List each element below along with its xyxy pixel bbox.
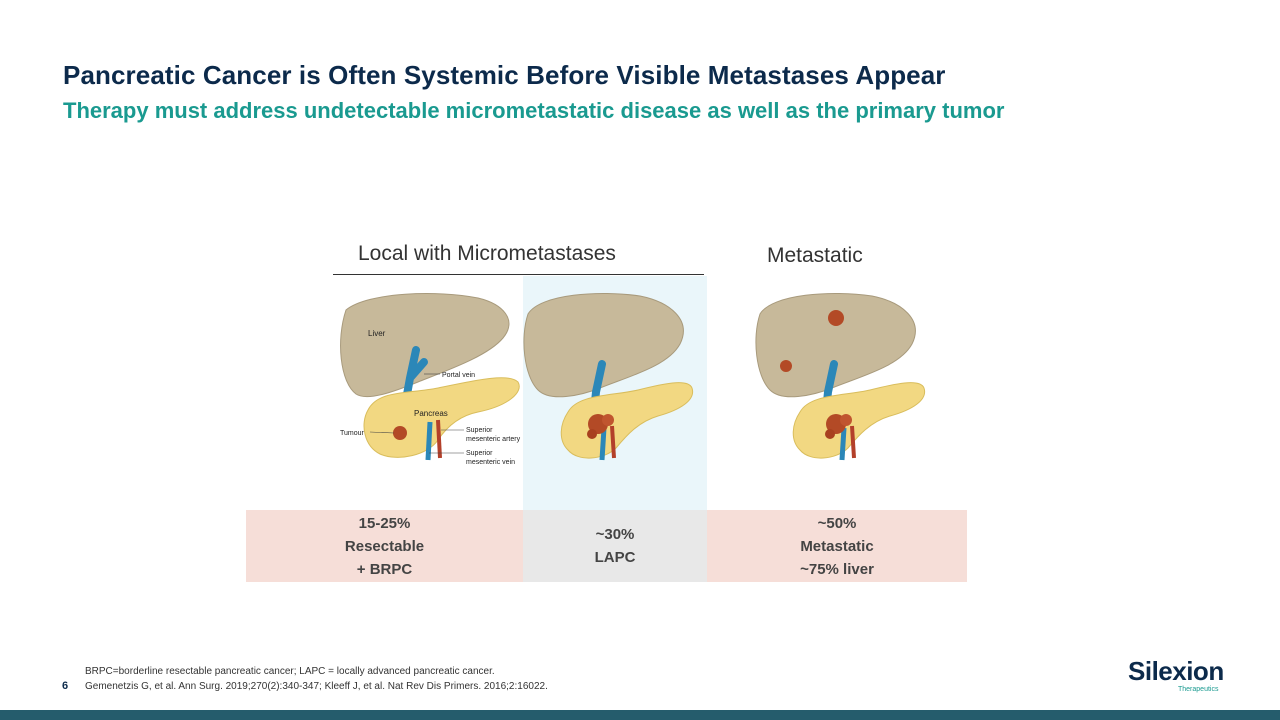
- anatomy-illustration-lapc: [520, 290, 700, 470]
- anatomy-illustration-resectable: Liver Portal vein Pancreas Tumour Superi…: [328, 290, 548, 475]
- header-divider: [333, 274, 704, 275]
- category-resectable: 15-25% Resectable + BRPC: [246, 510, 523, 582]
- page-number: 6: [62, 680, 69, 692]
- footer-bar: [0, 710, 1280, 720]
- label-tumour: Tumour: [340, 430, 365, 437]
- header-local-micrometastases: Local with Micrometastases: [358, 242, 616, 265]
- category-lapc-label: LAPC: [594, 549, 636, 566]
- category-lapc: ~30% LAPC: [523, 510, 707, 582]
- category-metastatic-label: Metastatic: [800, 537, 874, 555]
- header-metastatic: Metastatic: [767, 244, 863, 267]
- liver-metastasis-2: [780, 360, 792, 372]
- label-sma-2: mesenteric artery: [466, 436, 521, 443]
- label-smv-2: mesenteric vein: [466, 459, 515, 466]
- footnote-references: Gemenetzis G, et al. Ann Surg. 2019;270(…: [85, 681, 548, 692]
- label-smv-1: Superior: [466, 450, 493, 457]
- slide-subtitle: Therapy must address undetectable microm…: [63, 98, 1005, 123]
- category-metastatic: ~50% Metastatic ~75% liver: [707, 510, 967, 582]
- label-liver: Liver: [368, 329, 386, 338]
- label-pancreas: Pancreas: [414, 409, 448, 418]
- sma-shape: [436, 419, 442, 459]
- smv-shape: [425, 421, 433, 461]
- liver-metastasis-1: [828, 310, 844, 326]
- anatomy-illustration-metastatic: [752, 290, 932, 470]
- logo-tagline: Therapeutics: [1178, 686, 1219, 693]
- category-resectable-label: Resectable: [344, 537, 425, 555]
- category-metastatic-percent: ~50%: [817, 514, 857, 532]
- label-sma-1: Superior: [466, 427, 493, 434]
- footnote-abbreviations: BRPC=borderline resectable pancreatic ca…: [85, 666, 495, 677]
- category-resectable-percent: 15-25%: [358, 514, 411, 532]
- silexion-logo: Silexion Therapeutics: [1128, 656, 1224, 696]
- category-lapc-percent: ~30%: [595, 526, 635, 543]
- logo-wordmark: Silexion: [1128, 656, 1224, 686]
- tumour-shape: [393, 426, 407, 440]
- label-portal-vein: Portal vein: [442, 372, 475, 379]
- category-resectable-sublabel: + BRPC: [356, 560, 413, 578]
- slide-title: Pancreatic Cancer is Often Systemic Befo…: [63, 60, 946, 90]
- liver-shape: [340, 293, 510, 398]
- category-metastatic-sublabel: ~75% liver: [800, 560, 874, 578]
